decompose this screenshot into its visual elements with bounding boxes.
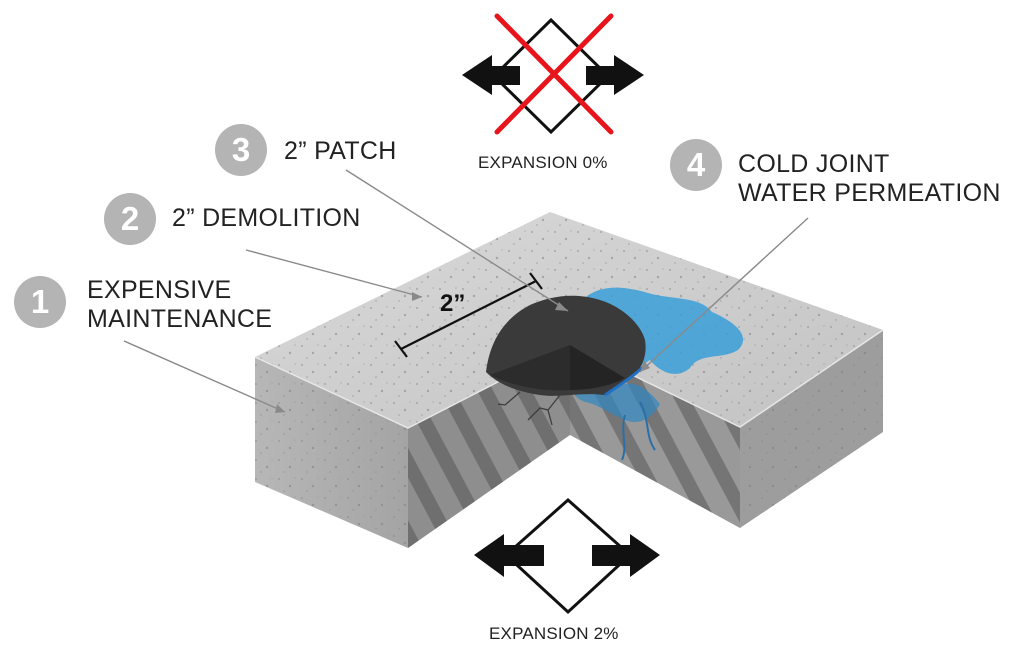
callout-3-badge: 3 — [215, 124, 267, 176]
expansion-bottom-label: EXPANSION 2% — [489, 624, 619, 643]
red-cross-icon — [494, 13, 614, 135]
callout-1-badge: 1 — [14, 276, 66, 328]
callout-2-badge: 2 — [104, 193, 156, 245]
callout-4-badge: 4 — [670, 139, 722, 191]
expansion-top-label: EXPANSION 0% — [478, 153, 608, 172]
callout-3-label: 2” PATCH — [284, 137, 397, 165]
leader-lines — [123, 169, 809, 413]
expansion-bottom-icon — [474, 497, 660, 615]
patch-area — [486, 295, 647, 397]
callout-4-label: COLD JOINT WATER PERMEATION — [738, 150, 1001, 207]
dimension-label: 2” — [440, 290, 466, 317]
callout-2-label: 2” DEMOLITION — [172, 204, 361, 232]
callout-1-label: EXPENSIVE MAINTENANCE — [87, 276, 273, 333]
cracks — [497, 391, 561, 426]
expansion-top-icon — [462, 13, 644, 135]
dimension-line — [394, 272, 543, 358]
double-arrow-icon — [462, 55, 644, 95]
